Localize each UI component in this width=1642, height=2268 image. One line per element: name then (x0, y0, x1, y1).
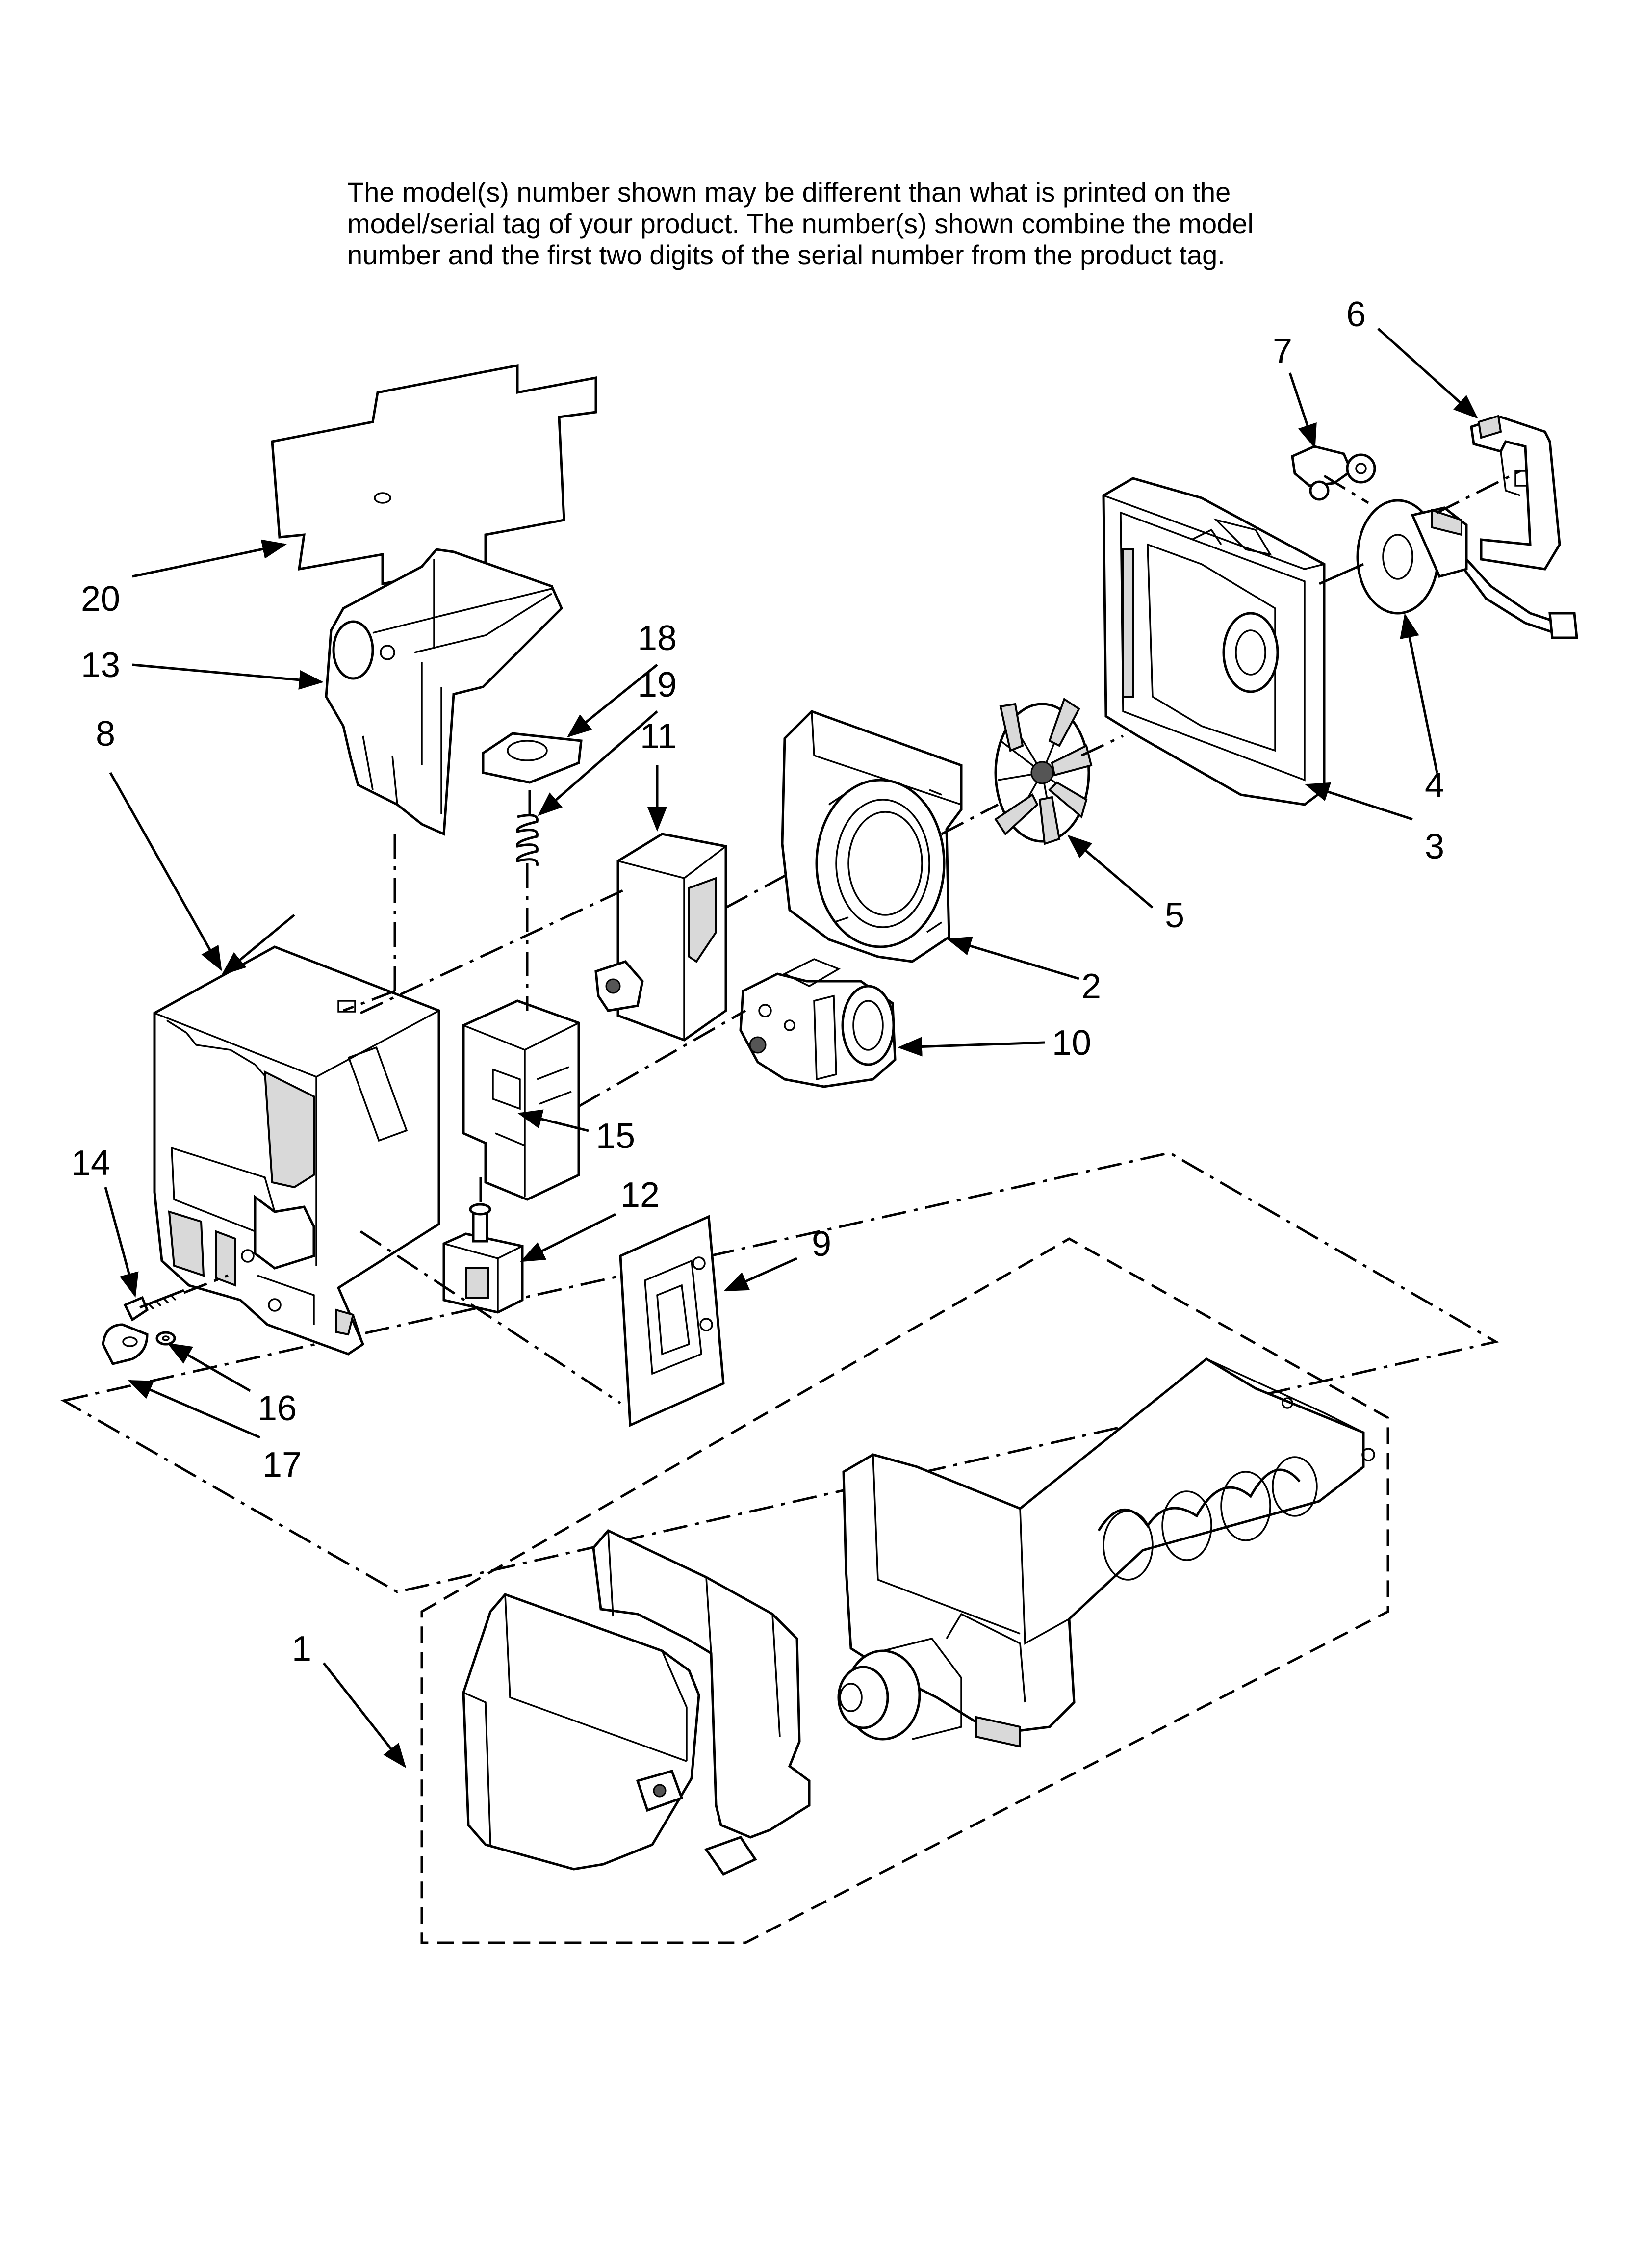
callout-10: 10 (1052, 1023, 1091, 1063)
part-7-bracket-clip (1291, 445, 1376, 501)
note-line-2: model/serial tag of your product. The nu… (347, 208, 1254, 239)
callout-13: 13 (81, 646, 120, 685)
note-line-3: number and the first two digits of the s… (347, 239, 1225, 270)
part-11-switch-housing (594, 833, 727, 1042)
callout-8: 8 (96, 714, 115, 754)
callout-4: 4 (1425, 766, 1444, 805)
callout-9: 9 (812, 1225, 831, 1264)
callout-16: 16 (257, 1389, 297, 1428)
callout-20: 20 (81, 579, 120, 619)
assembly-outline-upper (60, 1151, 1499, 1593)
callout-3: 3 (1425, 827, 1444, 866)
part-3-fan-housing (1102, 477, 1326, 806)
part-15-actuator (462, 999, 580, 1201)
part-20-insulation-pad (271, 364, 597, 586)
part-4-fan-motor (1318, 499, 1578, 639)
part-18-button (482, 732, 583, 784)
part-19-spring (516, 814, 539, 866)
part-14-screw (123, 1289, 184, 1322)
part-1-ice-bin-assembly (462, 1357, 1375, 1876)
callout-2: 2 (1081, 967, 1101, 1006)
callout-6: 6 (1346, 295, 1366, 334)
callout-12: 12 (620, 1175, 660, 1215)
part-8-dispenser-housing (153, 945, 440, 1356)
callout-1: 1 (292, 1629, 311, 1668)
part-10-gear-motor (739, 958, 897, 1088)
note-line-1: The model(s) number shown may be differe… (347, 177, 1231, 208)
part-12-solenoid (442, 1203, 524, 1314)
callout-15: 15 (596, 1117, 635, 1156)
callout-17: 17 (262, 1445, 302, 1485)
alignment-lines (183, 469, 1521, 1405)
callout-labels: 1 2 3 4 5 6 7 8 9 10 11 12 13 14 15 16 1… (71, 295, 1444, 1668)
callout-18: 18 (638, 619, 677, 658)
model-number-note: The model(s) number shown may be differe… (347, 177, 1377, 271)
part-13-housing-cover (325, 548, 563, 836)
callout-11: 11 (640, 717, 677, 756)
part-16-washer (155, 1331, 176, 1346)
callout-14: 14 (71, 1144, 110, 1183)
assembly-outline-lower (420, 1237, 1389, 1944)
callout-19: 19 (638, 665, 677, 704)
part-9-bezel (619, 1215, 725, 1427)
part-2-fan-shroud (781, 710, 963, 963)
part-5-fan-blade (994, 697, 1093, 845)
callout-7: 7 (1273, 332, 1292, 371)
part-6-mount-bracket (1470, 415, 1561, 571)
leader-arrows (104, 328, 1478, 1768)
callout-5: 5 (1165, 896, 1184, 935)
part-17-clip (102, 1323, 149, 1365)
